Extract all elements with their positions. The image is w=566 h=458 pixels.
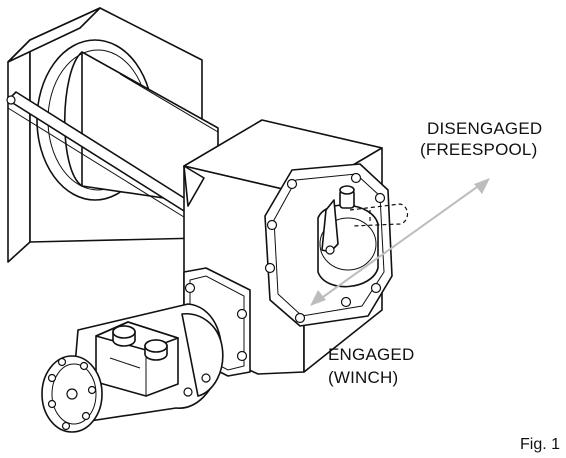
label-disengaged: DISENGAGED xyxy=(427,119,543,138)
label-winch: (WINCH) xyxy=(328,368,399,387)
engagement-arrow xyxy=(310,178,490,306)
gear-housing xyxy=(183,119,409,375)
figure-caption: Fig. 1 xyxy=(520,436,561,453)
hydraulic-motor xyxy=(41,303,224,433)
label-engaged: ENGAGED xyxy=(328,345,415,364)
port-cap-left xyxy=(112,325,136,347)
label-freespool: (FREESPOOL) xyxy=(420,140,538,159)
port-cap-right xyxy=(144,339,168,361)
